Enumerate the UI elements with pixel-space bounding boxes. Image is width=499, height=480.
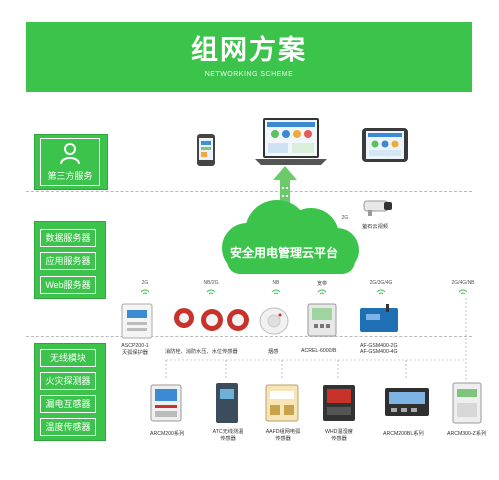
- phone-icon: [197, 134, 215, 166]
- fire-detector-button[interactable]: 火灾探测器: [40, 372, 96, 390]
- header-banner: 组网方案 NETWORKING SCHEME: [26, 22, 472, 92]
- signal-2: NB/2G: [203, 280, 219, 286]
- label-arcm200bl: ARCM200BL系列: [383, 431, 424, 437]
- camera-signal: 2G: [341, 215, 349, 221]
- cloud-shape: [222, 200, 359, 274]
- signal-1: 2G: [141, 280, 149, 286]
- leakage-ct-button[interactable]: 漏电互感器: [40, 395, 96, 413]
- acrel-6000-device: [307, 303, 337, 337]
- separator-top: [26, 191, 472, 192]
- arcm200bl-device: [385, 388, 429, 416]
- wireless-module-button[interactable]: 无线模块: [40, 349, 96, 367]
- data-server-button[interactable]: 数据服务器: [40, 229, 96, 247]
- web-server-button[interactable]: Web服务器: [40, 276, 96, 294]
- cloud-platform-label: 安全用电管理云平台: [229, 246, 338, 260]
- separator-bottom: [26, 336, 472, 337]
- label-arcm200: ARCM200系列: [150, 431, 185, 437]
- laptop-icon: [255, 118, 327, 165]
- label-acrel6000: ACREL-6000/B: [301, 348, 337, 354]
- upload-arrow-icon: [273, 166, 297, 206]
- wifi-icon: [140, 289, 150, 295]
- atc-sensor-device: [216, 383, 238, 423]
- camera-icon: [363, 200, 392, 216]
- user-icon: [60, 143, 80, 165]
- devices-panel: 无线模块 火灾探测器 漏电互感器 温度传感器: [34, 343, 106, 441]
- arc-protector-device: [121, 303, 153, 339]
- aafd-sensor-device: [265, 384, 299, 422]
- label-arcm300z: ARCM300-Z系列: [447, 431, 487, 437]
- arcm200-device: [150, 384, 182, 422]
- third-party-panel: 第三方服务: [34, 134, 108, 190]
- signal-6: 2G/4G/NB: [451, 280, 475, 286]
- signal-4: 宽带: [316, 281, 327, 287]
- tablet-icon: [362, 128, 408, 162]
- camera-label: 萤石云视频: [362, 224, 388, 230]
- third-party-button[interactable]: 第三方服务: [40, 138, 100, 186]
- label-atc: ATC无线测温传感器: [212, 429, 244, 442]
- third-party-label: 第三方服务: [47, 171, 93, 181]
- wifi-icon: [271, 289, 281, 295]
- wifi-icon: [317, 289, 327, 295]
- signal-3: NB: [272, 280, 280, 286]
- hydrant-sensors: [174, 308, 249, 331]
- label-hydrant: 消防栓、消防水压、水位传感器: [165, 349, 238, 355]
- wifi-icon: [376, 289, 386, 295]
- gsm-module-device: [360, 304, 398, 332]
- label-smoke: 烟感: [268, 349, 279, 355]
- page-title: 组网方案: [191, 35, 307, 65]
- label-whd: WHD温湿度传感器: [325, 429, 353, 442]
- wifi-icon: [206, 289, 216, 295]
- whd-sensor-device: [323, 385, 355, 421]
- page-subtitle: NETWORKING SCHEME: [204, 71, 294, 78]
- arcm300z-device: [452, 382, 482, 424]
- temp-sensor-button[interactable]: 温度传感器: [40, 418, 96, 436]
- servers-panel: 数据服务器 应用服务器 Web服务器: [34, 221, 106, 299]
- signal-5: 2G/3G/4G: [369, 280, 393, 286]
- app-server-button[interactable]: 应用服务器: [40, 252, 96, 270]
- label-aafd: AAFD组网电弧传感器: [265, 429, 301, 442]
- wifi-icon: [458, 289, 468, 295]
- smoke-detector-device: [259, 307, 289, 335]
